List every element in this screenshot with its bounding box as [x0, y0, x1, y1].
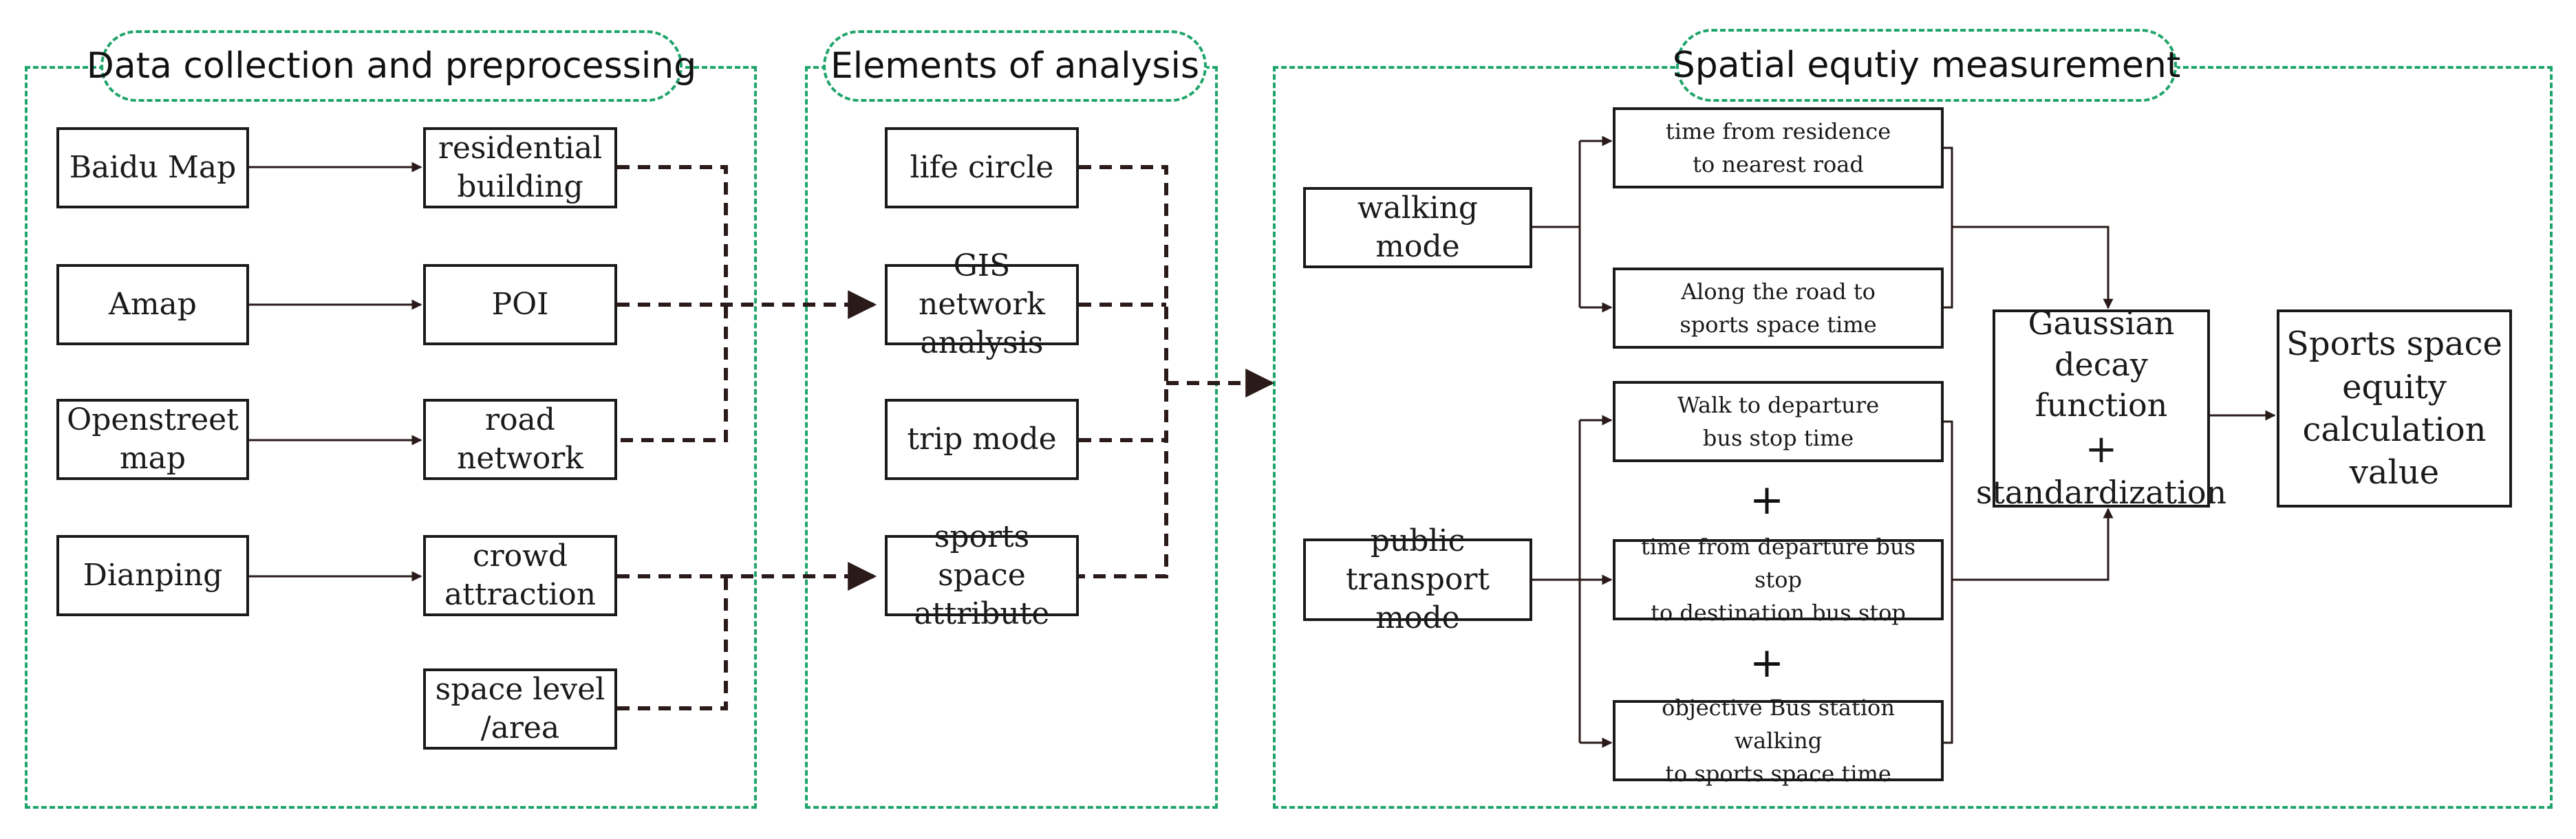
node-walking-mode: walking mode	[1303, 187, 1532, 268]
node-objective-station-walk: objective Bus station walking to sports …	[1613, 695, 1944, 787]
node-dianping: Dianping	[56, 535, 249, 616]
node-residential-building: residential building	[423, 127, 617, 208]
node-gaussian-decay: Gaussian decay function + standardizatio…	[1976, 305, 2226, 512]
edge-residential-bracket	[617, 165, 728, 442]
edge-life-circle-link	[1079, 165, 1168, 578]
node-sports-space-attribute: sports space attribute	[885, 519, 1079, 631]
source-arrows	[249, 162, 422, 582]
node-walk-departure-time: Walk to departure bus stop time	[1613, 381, 1944, 462]
node-along-road-time: Along the road to sports space time	[1613, 268, 1944, 349]
node-gis-network-analysis: GIS network analysis	[885, 248, 1079, 360]
section-title-spatial-equity: Spatial equtiy measurement	[1673, 29, 2180, 102]
node-poi: POI	[423, 264, 617, 345]
node-amap: Amap	[56, 264, 249, 345]
dataset-dashed-lines	[617, 165, 877, 710]
node-equity-value: Sports space equity calculation value	[2277, 309, 2512, 508]
gaussian-label-top: Gaussian decay function	[2028, 304, 2175, 424]
node-time-residence-road: time from residence to nearest road	[1613, 107, 1944, 188]
edge-walking-branch-to-gaussian	[1952, 226, 2114, 309]
node-bus-stop-to-stop-time: time from departure bus stop to destinat…	[1613, 534, 1944, 626]
elements-dashed-lines	[1079, 165, 1275, 578]
section-title-elements-analysis: Elements of analysis	[823, 30, 1207, 102]
section-title-data-collection: Data collection and preprocessing	[87, 30, 696, 102]
node-baidu-map: Baidu Map	[56, 127, 249, 208]
node-space-level: space level /area	[423, 668, 617, 750]
measurement-lines	[1532, 135, 2276, 748]
edge-transport-branch-to-gaussian	[1952, 508, 2114, 581]
node-public-transport-mode: public transport mode	[1303, 523, 1532, 635]
node-crowd-attraction: crowd attraction	[423, 535, 617, 616]
plus-sign-1: +	[1749, 476, 1785, 524]
node-life-circle: life circle	[885, 127, 1079, 208]
gaussian-label-bottom: standardization	[1975, 474, 2227, 512]
plus-sign-2: +	[1749, 639, 1785, 687]
gaussian-plus: +	[2085, 427, 2118, 472]
edge-space-level-bracket	[617, 576, 728, 710]
node-trip-mode: trip mode	[885, 399, 1079, 480]
node-openstreet-map: Openstreet map	[56, 399, 249, 480]
node-road-network: road network	[423, 399, 617, 480]
